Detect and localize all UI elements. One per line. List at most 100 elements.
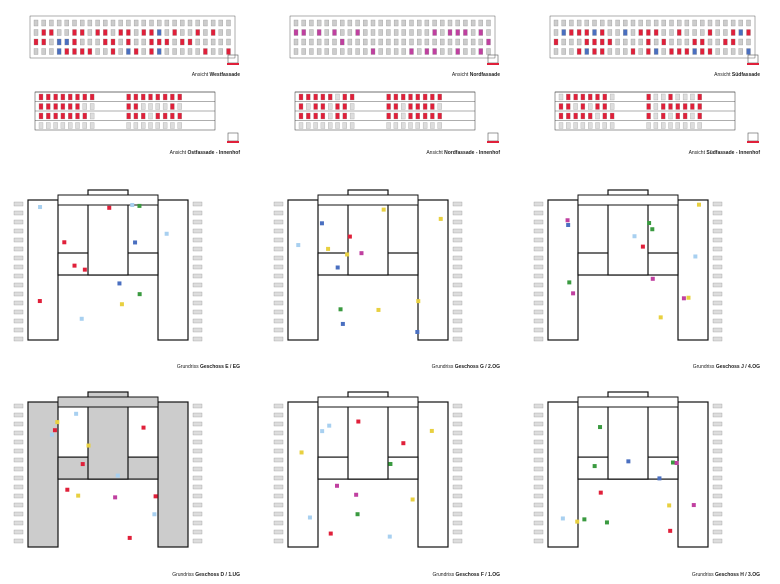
window — [682, 122, 688, 129]
room-tag — [192, 466, 203, 472]
window — [422, 122, 428, 129]
window — [437, 112, 442, 120]
window — [595, 122, 600, 129]
window — [553, 48, 559, 55]
marked-room — [693, 254, 698, 259]
room-tag — [192, 493, 203, 499]
marked-room — [338, 307, 343, 312]
window — [162, 103, 168, 110]
window — [149, 29, 154, 36]
window — [422, 93, 428, 101]
window — [447, 48, 453, 55]
window — [68, 93, 73, 101]
window — [692, 29, 697, 36]
room-tag — [452, 412, 463, 418]
facade-outline — [29, 15, 236, 59]
elevation-drawing — [289, 15, 496, 59]
marked-room — [592, 464, 597, 469]
window — [393, 38, 399, 46]
window — [584, 29, 589, 36]
window — [638, 29, 643, 36]
window — [580, 112, 586, 120]
room-tag — [192, 219, 203, 225]
room-tag — [533, 318, 544, 324]
caption-title: Geschoss H / 3.OG — [714, 572, 760, 578]
window — [470, 48, 476, 55]
window — [103, 38, 108, 46]
window — [455, 38, 460, 46]
room-tag — [192, 457, 203, 463]
window — [162, 112, 168, 120]
window — [661, 122, 666, 129]
window — [675, 93, 680, 101]
room-tag — [533, 219, 544, 225]
marked-room — [62, 240, 67, 245]
window — [386, 38, 391, 46]
window — [463, 48, 468, 55]
drawing-caption: Grundriss Geschoss H / 3.OG — [692, 572, 760, 578]
caption-prefix: Grundriss — [691, 572, 715, 578]
window — [393, 19, 399, 27]
window — [700, 29, 705, 36]
room-tag — [192, 264, 203, 270]
window — [203, 19, 208, 27]
window — [149, 48, 154, 55]
room-tag — [13, 484, 24, 490]
window — [324, 19, 329, 27]
window — [463, 38, 468, 46]
window — [401, 93, 406, 101]
window — [309, 19, 314, 27]
room-tag — [13, 448, 24, 454]
key-plan-outline — [487, 54, 499, 64]
marked-room — [328, 531, 333, 536]
window — [141, 93, 146, 101]
room-tag — [533, 457, 544, 463]
marked-room — [696, 202, 701, 207]
room-tag — [452, 327, 463, 333]
room-tag — [533, 520, 544, 526]
room-tag — [533, 210, 544, 216]
window — [697, 103, 702, 110]
window — [82, 122, 87, 129]
room-tag — [452, 430, 463, 436]
window — [324, 48, 329, 55]
window — [363, 19, 368, 27]
window — [432, 38, 437, 46]
window — [668, 112, 673, 120]
window — [623, 29, 628, 36]
room-tag — [273, 475, 284, 481]
window — [328, 112, 333, 120]
room-tag — [533, 529, 544, 535]
window — [38, 93, 44, 101]
window — [75, 93, 80, 101]
window — [692, 48, 697, 55]
window — [486, 38, 491, 46]
room-tag — [712, 210, 723, 216]
room-tag — [712, 421, 723, 427]
window — [646, 103, 651, 110]
window — [157, 29, 162, 36]
room-tag — [273, 493, 284, 499]
window — [573, 112, 578, 120]
window — [653, 19, 659, 27]
window — [569, 19, 574, 27]
window — [569, 48, 574, 55]
window — [401, 29, 406, 36]
window — [347, 29, 353, 36]
drawing-caption: Ansicht Nordfassade - Innenhof — [426, 150, 500, 156]
room-tag — [273, 484, 284, 490]
window — [218, 48, 223, 55]
room-tag — [712, 264, 723, 270]
window — [64, 38, 69, 46]
room-tag — [533, 327, 544, 333]
window — [301, 38, 306, 46]
key-plan-outline — [227, 54, 239, 64]
window — [306, 122, 311, 129]
window — [110, 29, 116, 36]
room-tag — [533, 237, 544, 243]
window — [316, 29, 322, 36]
window — [478, 48, 483, 55]
window — [478, 19, 483, 27]
caption-prefix: Ansicht — [191, 72, 210, 78]
caption-title: Nordfassade — [444, 150, 475, 156]
